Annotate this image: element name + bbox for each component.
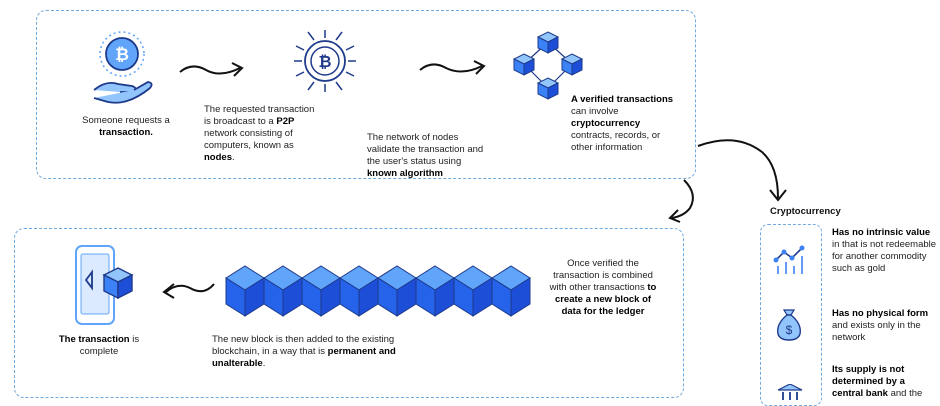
blockchain-block — [301, 265, 341, 317]
blockchain-block — [377, 265, 417, 317]
money-bag-icon: $ — [777, 309, 801, 341]
blockchain-block — [225, 265, 265, 317]
side-title: Cryptocurrency — [770, 206, 841, 217]
side-item-1: Has no intrinsic value in that is not re… — [832, 227, 937, 274]
top-process-frame — [36, 10, 696, 179]
blockchain-icon — [225, 265, 531, 317]
curved-arrow-down-icon — [668, 179, 694, 223]
blockchain-block — [263, 265, 303, 317]
side-item-2: Has no physical form and exists only in … — [832, 308, 929, 343]
hand-bitcoin-icon: ₿ — [93, 31, 153, 104]
svg-text:₿: ₿ — [318, 53, 331, 71]
arrow-right-icon — [179, 62, 244, 77]
growth-chart-icon — [773, 245, 805, 274]
svg-text:$: $ — [786, 323, 793, 337]
phone-block-icon — [75, 245, 134, 325]
bank-icon — [777, 384, 803, 400]
cube-network-icon — [512, 31, 584, 100]
step-3-text: The network of nodes validate the transa… — [367, 132, 484, 179]
curved-arrow-side-icon — [697, 139, 787, 202]
arrow-right-icon — [419, 60, 486, 75]
svg-text:₿: ₿ — [115, 45, 129, 64]
step-4-text: A verified transactions can involve cryp… — [571, 94, 674, 153]
side-item-3: Its supply is not determined by a centra… — [832, 364, 923, 399]
bottom-process-frame — [14, 228, 684, 398]
step-1-text: Someone requests a transaction. — [82, 115, 170, 138]
blockchain-block — [339, 265, 379, 317]
bitcoin-network-icon: ₿ — [294, 30, 356, 92]
blockchain-block — [491, 265, 531, 317]
blockchain-block — [415, 265, 455, 317]
step-5-text: Once verified the transaction is combine… — [549, 258, 657, 317]
step-7-text: The transaction is complete — [58, 334, 140, 357]
step-2-text: The requested transaction is broadcast t… — [204, 104, 315, 163]
step-6-text: The new block is then added to the exist… — [212, 334, 396, 369]
blockchain-block — [453, 265, 493, 317]
arrow-left-icon — [162, 283, 215, 299]
